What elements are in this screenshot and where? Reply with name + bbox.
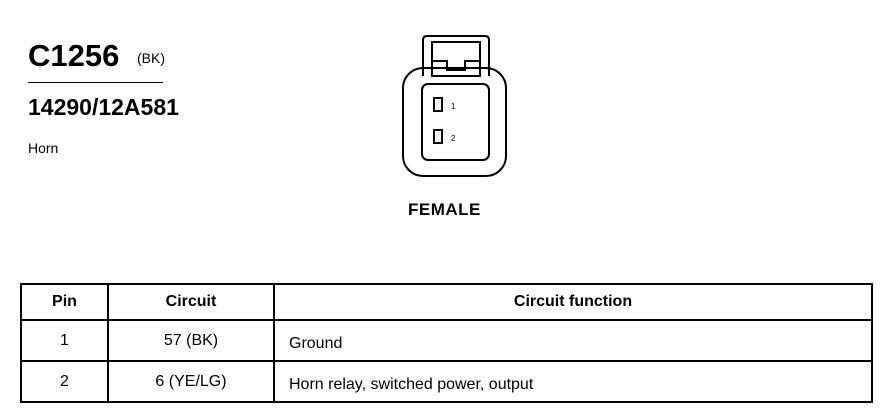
connector-color-code: (BK) [137, 50, 165, 66]
connector-inner-face [421, 83, 490, 161]
cell-circuit: 6 (YE/LG) [107, 360, 275, 403]
cell-circuit-function: Ground [273, 319, 873, 362]
header-pin: Pin [20, 283, 109, 321]
pin-cavity-1 [433, 97, 443, 112]
cell-pin: 2 [20, 360, 109, 403]
connector-outer-housing [402, 67, 507, 177]
header-circuit-function: Circuit function [273, 283, 873, 321]
locking-tab-inner [431, 41, 481, 77]
latch-notch [432, 60, 480, 71]
table-row: 2 6 (YE/LG) Horn relay, switched power, … [20, 360, 873, 403]
cell-pin: 1 [20, 319, 109, 362]
connector-face-diagram: 1 2 [402, 35, 507, 177]
title-rule [28, 82, 163, 83]
table-row: 1 57 (BK) Ground [20, 319, 873, 362]
header-circuit: Circuit [107, 283, 275, 321]
table-header-row: Pin Circuit Circuit function [20, 283, 873, 321]
pinout-table: Pin Circuit Circuit function 1 57 (BK) G… [20, 283, 873, 403]
locking-tab-outer [422, 35, 490, 76]
cell-circuit: 57 (BK) [107, 319, 275, 362]
pin-cavity-2 [433, 129, 443, 144]
connector-description: Horn [28, 140, 59, 156]
connector-id: C1256 [28, 38, 120, 73]
pin-label-2: 2 [451, 134, 456, 143]
cell-circuit-function: Horn relay, switched power, output [273, 360, 873, 403]
part-number: 14290/12A581 [28, 94, 179, 120]
connector-gender-label: FEMALE [408, 200, 481, 219]
pin-label-1: 1 [451, 102, 456, 111]
